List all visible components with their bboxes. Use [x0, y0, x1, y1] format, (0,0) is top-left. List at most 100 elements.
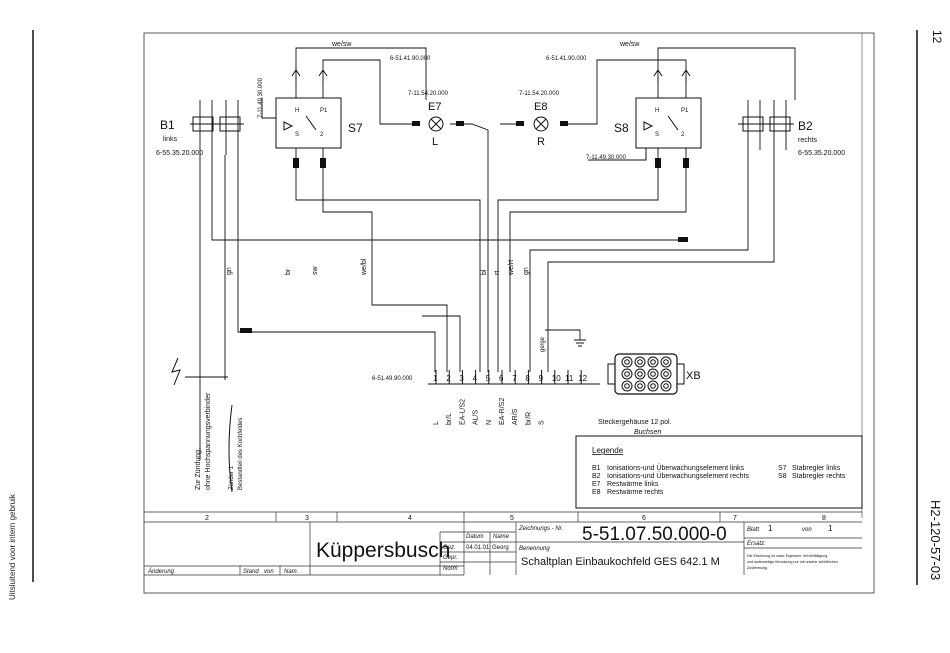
wire-part-right: 6-51.41.90.000 [546, 56, 587, 62]
ignition-note2: Bestandteil des Kochfeldes [238, 418, 244, 490]
xb-pin [647, 368, 659, 380]
b1-sensor [190, 100, 244, 155]
legend-text: Ionisations-und Überwachungselement link… [607, 464, 744, 472]
grid-column-number: 8 [822, 515, 826, 522]
sheet-total: 1 [828, 524, 833, 533]
b1-label: B1 [160, 118, 175, 132]
label-stand: Stand [243, 569, 259, 575]
legend-code: S8 [778, 473, 787, 480]
legend-title: Legende [592, 446, 624, 455]
e7-part: 7-11.54.20.000 [408, 91, 449, 97]
legend-text: Restwärme rechts [607, 489, 664, 496]
terminal-number: 2 [446, 374, 451, 383]
legend-code: B2 [592, 473, 601, 480]
xb-pin [621, 380, 633, 392]
legend-code: E7 [592, 481, 601, 488]
wire-label-bl: bl [481, 269, 488, 275]
label-name: Name [493, 534, 510, 540]
grid-column-number: 2 [205, 515, 209, 522]
b2-sensor [738, 100, 794, 150]
wire-part-left: 6-51.41.90.000 [390, 56, 431, 62]
ignition-line1: Zur Zündung, [195, 448, 202, 490]
xb-pin-inner [650, 359, 656, 365]
terminal-signal: br/L [446, 413, 453, 425]
drawing-number: 5-51.07.50.000-0 [582, 524, 727, 545]
wire-label-top-left: we/sw [331, 41, 352, 48]
xb-label: XB [686, 370, 701, 382]
xb-pin [647, 356, 659, 368]
e7-label: E7 [428, 101, 441, 113]
grid-column-number: 3 [305, 515, 309, 522]
b1-side: links [163, 136, 178, 143]
title-block-grid [144, 511, 862, 576]
terminal-signal: L [433, 421, 440, 425]
drawing-title: Schaltplan Einbaukochfeld GES 642.1 M [521, 556, 720, 568]
legend-text: Stabregler links [792, 465, 841, 472]
xb-pin [634, 380, 646, 392]
e8-label: E8 [534, 101, 547, 113]
xb-pin-inner [624, 359, 630, 365]
s7-term-h: H [295, 108, 299, 114]
label-nam: Nam. [284, 569, 298, 575]
s8-term-2: 2 [681, 132, 685, 138]
label-aenderung: Änderung [147, 568, 175, 575]
ignition-line2: ohne Hochspannungsverbinder [205, 392, 212, 490]
legend-text: Stabregler rechts [792, 473, 846, 480]
xb-pin-inner [663, 359, 669, 365]
grid-column-number: 6 [642, 515, 646, 522]
notice-line3: Zustimmung. [747, 566, 768, 570]
xb-pin-inner [663, 383, 669, 389]
page-number: 12 [930, 30, 944, 44]
legend-code: E8 [592, 489, 601, 496]
grid-column-number: 7 [733, 515, 737, 522]
ground-symbol [574, 339, 586, 347]
e7-lamp [379, 100, 489, 372]
xb-pin [634, 368, 646, 380]
wire-label-gn-left: gn [226, 267, 233, 275]
label-norm: Norm [443, 566, 458, 572]
wire-label-sw: sw [312, 266, 319, 276]
xb-pin-inner [624, 371, 630, 377]
terminal-number: 7 [512, 374, 517, 383]
xb-pin-inner [650, 383, 656, 389]
label-von2: von [264, 569, 274, 575]
company-name: Küppersbusch [316, 539, 450, 562]
s7-term-2: 2 [320, 132, 324, 138]
wire-label-we-rt: we/rt [508, 260, 515, 276]
b2-part: 6-55.35.20.000 [798, 150, 845, 157]
xb-pin-inner [637, 359, 643, 365]
legend-code: S7 [778, 465, 787, 472]
s8-part: 7-11.49.30.000 [586, 155, 627, 161]
terminal-number: 5 [486, 374, 491, 383]
terminal-number: 12 [578, 374, 587, 383]
drawing-date: 04.01.01 [466, 545, 490, 551]
terminal-signal: S [539, 420, 546, 425]
terminal-signal: AL/S [473, 409, 480, 425]
xb-pin [660, 380, 672, 392]
legend-code: B1 [592, 465, 601, 472]
terminal-number: 4 [473, 374, 478, 383]
xb-pin-inner [637, 383, 643, 389]
legend-text: Ionisations-und Überwachungselement rech… [607, 472, 750, 480]
b2-label: B2 [798, 119, 813, 133]
document-code: H2-120-57-03 [928, 500, 943, 581]
ignition-bracket [228, 404, 233, 493]
top-wires [295, 47, 796, 100]
left-connector-plug [240, 328, 252, 333]
terminal-number: 3 [459, 374, 464, 383]
label-ersatz: Ersatz: [747, 541, 766, 547]
b1-part: 6-55.35.20.000 [156, 150, 203, 157]
s7-regulator [261, 69, 342, 170]
terminal-number: 6 [499, 374, 504, 383]
xb-pin [647, 380, 659, 392]
wire-label-gn-right: gn [523, 267, 530, 275]
xb-pin-inner [624, 383, 630, 389]
e8-side: R [537, 136, 545, 148]
xb-connector [607, 353, 685, 395]
xb-pin [621, 368, 633, 380]
label-zeichnungs-nr: Zeichnungs - Nr. [518, 526, 563, 532]
wire-label-we-bl: we/bl [361, 258, 368, 276]
wire-label-gege: ge/ge [540, 336, 546, 352]
